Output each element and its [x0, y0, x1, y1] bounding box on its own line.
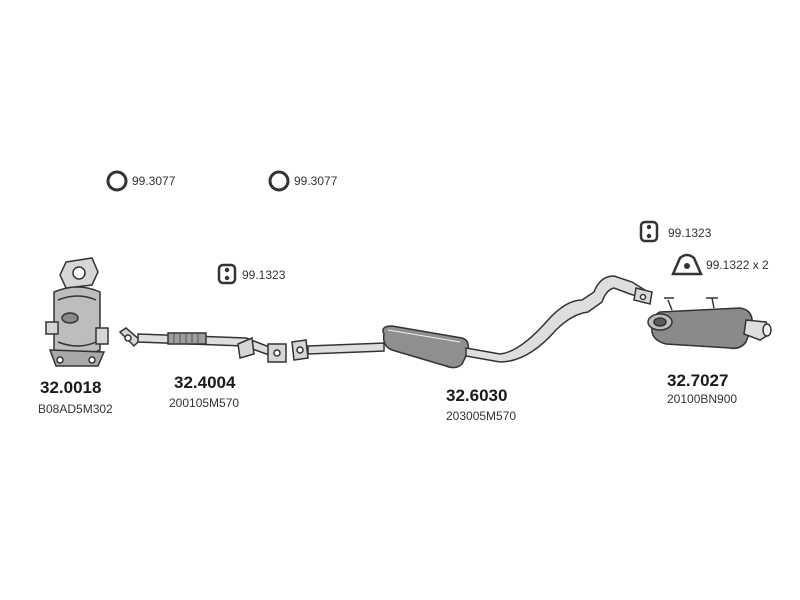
sealing-ring-icon [268, 170, 290, 192]
mounting-bracket-icon [671, 253, 703, 276]
rubber-hanger-icon [217, 263, 237, 285]
oem-number: 203005M570 [446, 409, 517, 423]
oem-number: B08AD5M302 [38, 402, 113, 416]
part-number: 32.6030 [446, 386, 508, 405]
mount-part-number: 99.1322 x 2 [706, 258, 769, 272]
rear-silencer-drawing [647, 297, 772, 350]
ring-part-number: 99.3077 [294, 174, 338, 188]
sealing-ring-icon [106, 170, 128, 192]
middle-silencer-drawing [291, 275, 653, 369]
part-number: 32.4004 [174, 373, 236, 392]
front-pipe-drawing [118, 327, 287, 363]
part-number: 32.0018 [40, 378, 102, 397]
ring-part-number: 99.3077 [132, 174, 176, 188]
catalytic-converter-drawing [45, 257, 109, 367]
hanger-part-number: 99.1323 [668, 226, 712, 240]
oem-number: 200105M570 [169, 396, 240, 410]
hanger-part-number: 99.1323 [242, 268, 286, 282]
part-number: 32.7027 [667, 371, 729, 390]
rubber-hanger-icon [639, 220, 659, 243]
oem-number: 20100BN900 [667, 392, 738, 406]
